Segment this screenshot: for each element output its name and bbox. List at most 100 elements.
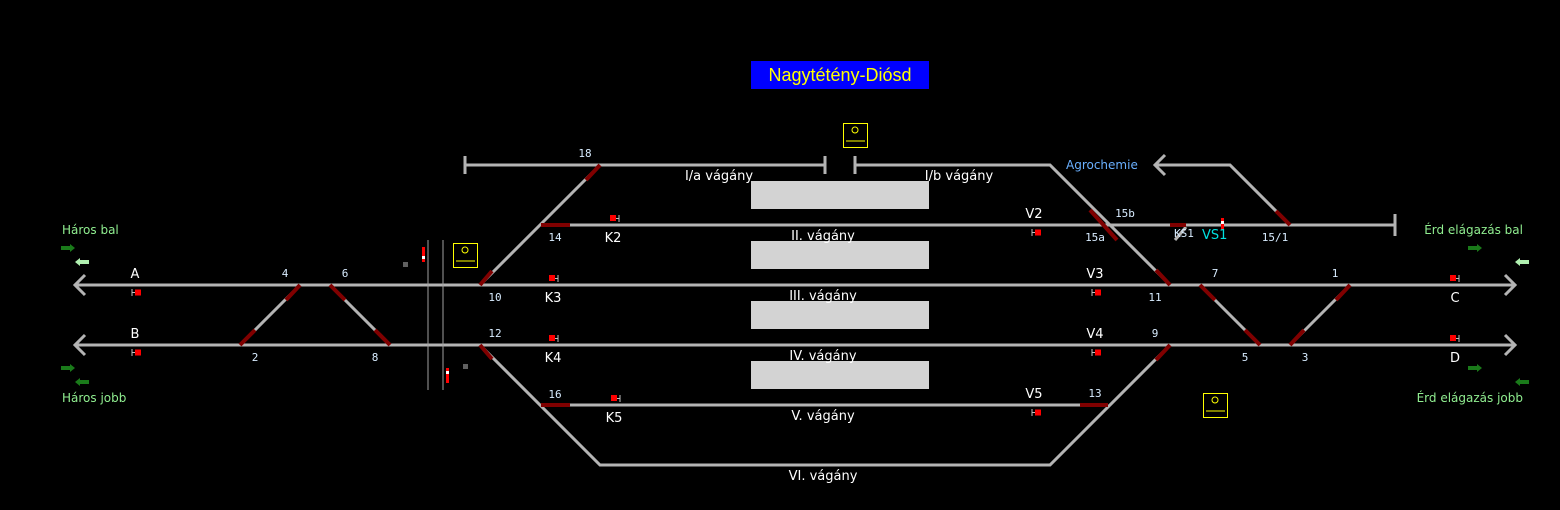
arrow-right-icon[interactable] — [61, 244, 75, 252]
arrow-right-icon — [1503, 273, 1518, 297]
switch-label: 7 — [1212, 267, 1219, 280]
connector-10-18[interactable] — [478, 163, 602, 287]
track-label-iii: III. vágány — [789, 289, 857, 304]
signal-label: V4 — [1086, 327, 1103, 342]
indicator-square — [463, 364, 468, 369]
direction-haros-bal: Háros bal — [62, 223, 119, 237]
switch-label: 15b — [1115, 207, 1135, 220]
switch-label: 6 — [342, 267, 349, 280]
barrier-icon[interactable] — [422, 247, 425, 262]
switch-11[interactable] — [1154, 268, 1172, 287]
switches[interactable] — [238, 163, 1352, 407]
switch-label: 8 — [372, 351, 379, 364]
track-vi[interactable] — [478, 343, 1172, 467]
switch-label: 9 — [1152, 327, 1159, 340]
switch-label: 1 — [1332, 267, 1339, 280]
switch-1[interactable] — [1334, 283, 1352, 302]
arrow-right-icon[interactable] — [61, 364, 75, 372]
switch-8[interactable] — [373, 328, 392, 347]
signal-V2[interactable] — [1031, 229, 1041, 236]
platform — [751, 301, 929, 329]
arrow-left-icon — [72, 333, 87, 357]
signal-B[interactable] — [131, 349, 141, 356]
signal-K4[interactable] — [549, 335, 559, 342]
track-label-iv: IV. vágány — [789, 349, 856, 364]
switch-12[interactable] — [478, 343, 494, 361]
branch-label: Agrochemie — [1066, 158, 1138, 172]
switch-4[interactable] — [284, 283, 302, 302]
switch-label: 5 — [1242, 351, 1249, 364]
signal-D[interactable] — [1450, 335, 1460, 342]
arrow-right-icon[interactable] — [1468, 364, 1482, 372]
platform — [751, 241, 929, 269]
switch-15-1[interactable] — [1274, 209, 1292, 227]
direction-erd-jobb: Érd elágazás jobb — [1417, 390, 1523, 405]
signal-label: KS1 — [1174, 227, 1194, 240]
switch-label: 16 — [548, 388, 561, 401]
switch-15[interactable] — [1088, 208, 1119, 242]
switch-label: 2 — [252, 351, 259, 364]
switch-label: 18 — [578, 147, 591, 160]
signal-K3[interactable] — [549, 275, 559, 282]
arrow-left-icon[interactable] — [1515, 378, 1529, 386]
switch-label: 12 — [488, 327, 501, 340]
signal-label: V5 — [1025, 387, 1042, 402]
switch-label: 15a — [1085, 231, 1105, 244]
signal-label: V2 — [1025, 207, 1042, 222]
control-box-icon[interactable] — [1203, 393, 1228, 418]
barrier-icon[interactable] — [446, 368, 449, 383]
switch-9[interactable] — [1154, 343, 1172, 362]
switch-3[interactable] — [1288, 328, 1306, 347]
agrochemie-branch[interactable] — [1155, 163, 1292, 227]
switch-label: 4 — [282, 267, 289, 280]
signal-label: B — [131, 327, 140, 342]
switch-2[interactable] — [238, 328, 257, 347]
signal-label: V3 — [1086, 267, 1103, 282]
signal-V5[interactable] — [1031, 409, 1041, 416]
track-ib[interactable] — [855, 163, 1172, 287]
barrier-stripe — [446, 371, 449, 374]
switch-10[interactable] — [478, 269, 494, 287]
control-box-icon[interactable] — [843, 123, 868, 148]
signal-label: K5 — [606, 411, 623, 426]
direction-haros-jobb: Háros jobb — [62, 391, 126, 405]
switch-5[interactable] — [1243, 328, 1262, 347]
signal-label: D — [1450, 351, 1460, 366]
switch-6[interactable] — [328, 283, 347, 302]
platform — [751, 181, 929, 209]
direction-erd-bal: Érd elágazás bal — [1424, 222, 1523, 237]
platform — [751, 361, 929, 389]
switch-18[interactable] — [584, 163, 602, 182]
ks1-stub — [1173, 226, 1188, 241]
barrier-stripe — [422, 256, 425, 259]
signal-C[interactable] — [1450, 275, 1460, 282]
track-label-ii: II. vágány — [791, 229, 855, 244]
arrow-left-icon — [1152, 153, 1167, 177]
direction-arrows[interactable] — [61, 244, 1529, 386]
signal-label: VS1 — [1202, 228, 1227, 243]
signal-A[interactable] — [131, 289, 141, 296]
switch-label: 15/1 — [1262, 231, 1289, 244]
signal-label: K2 — [605, 231, 622, 246]
switch-label: 10 — [488, 291, 501, 304]
control-box-icon[interactable] — [453, 243, 478, 268]
barrier-stripe — [1221, 221, 1224, 224]
signal-V4[interactable] — [1091, 349, 1101, 356]
switch-7[interactable] — [1198, 283, 1217, 302]
station-title: Nagytétény-Diósd — [751, 61, 929, 89]
arrow-right-icon — [1503, 333, 1518, 357]
signal-K5[interactable] — [611, 395, 621, 402]
signal-label: K3 — [545, 291, 562, 306]
arrow-left-icon[interactable] — [1515, 258, 1529, 266]
track-label-vi: VI. vágány — [789, 469, 858, 484]
signal-label: A — [131, 267, 140, 282]
arrow-left-icon[interactable] — [75, 378, 89, 386]
signal-V3[interactable] — [1091, 289, 1101, 296]
track-label-ib: I/b vágány — [925, 169, 994, 184]
arrow-right-icon[interactable] — [1468, 244, 1482, 252]
switch-label: 3 — [1302, 351, 1309, 364]
switch-label: 11 — [1148, 291, 1161, 304]
track-label-ia: I/a vágány — [685, 169, 753, 184]
arrow-left-icon[interactable] — [75, 258, 89, 266]
signal-K2[interactable] — [610, 215, 620, 222]
